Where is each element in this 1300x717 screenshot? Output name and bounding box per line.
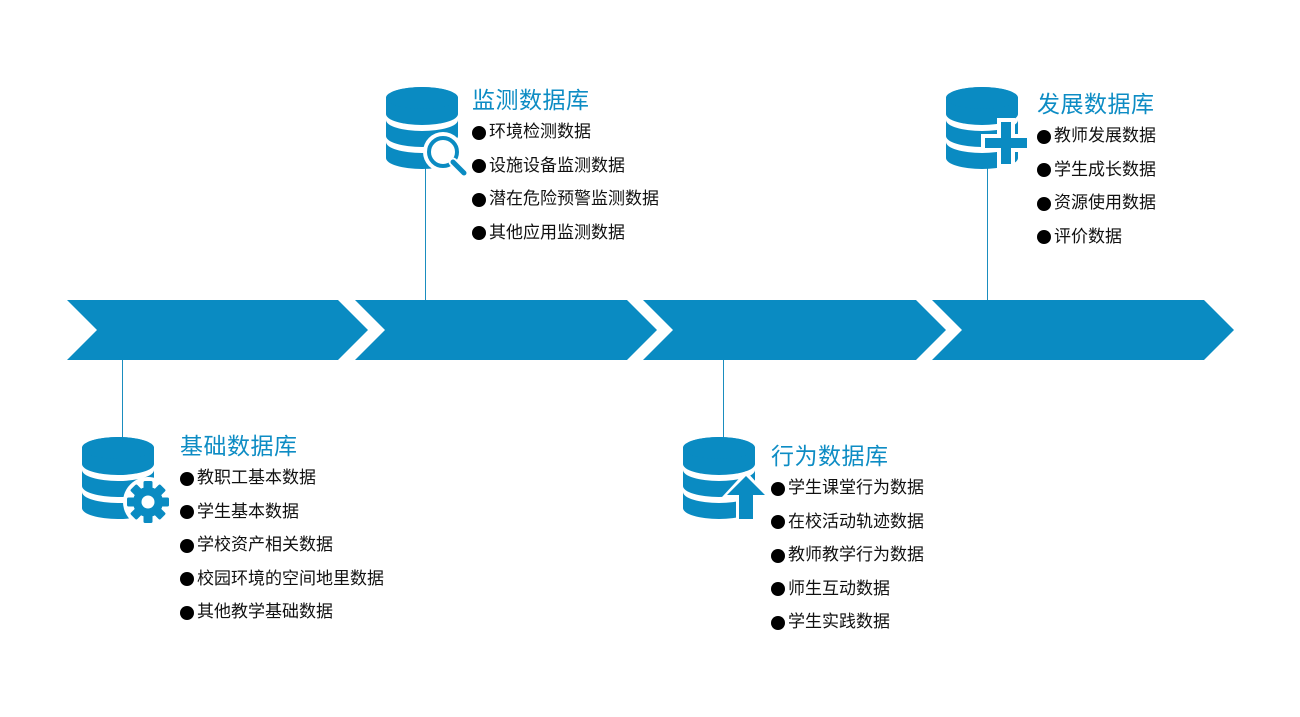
list-item: 学生成长数据 [1037, 154, 1156, 188]
item-text: 学生实践数据 [788, 612, 890, 632]
block-basic: 基础数据库 教职工基本数据 学生基本数据 学校资产相关数据 校园环境的空间地里数… [180, 432, 384, 630]
item-text: 教师教学行为数据 [788, 545, 924, 565]
timeline-arrow-4 [932, 300, 1234, 360]
item-list: 教职工基本数据 学生基本数据 学校资产相关数据 校园环境的空间地里数据 其他教学… [180, 462, 384, 630]
item-text: 教职工基本数据 [197, 468, 316, 488]
block-title: 监测数据库 [472, 88, 590, 114]
block-title: 基础数据库 [180, 434, 298, 460]
item-text: 其他应用监测数据 [489, 222, 625, 243]
database-gear-icon [82, 437, 173, 527]
list-item: 教师发展数据 [1037, 120, 1156, 154]
bullet-icon [180, 572, 194, 587]
bullet-icon [771, 582, 785, 597]
block-behavior: 行为数据库 学生课堂行为数据 在校活动轨迹数据 教师教学行为数据 师生互动数据 … [771, 442, 924, 640]
timeline-arrow-2 [355, 300, 657, 360]
bullet-icon [180, 538, 194, 553]
item-text: 学生课堂行为数据 [788, 478, 924, 498]
connector-behavior [723, 360, 724, 440]
block-monitor: 监测数据库 环境检测数据 设施设备监测数据 潜在危险预警监测数据 其他应用监测数… [472, 86, 659, 250]
bullet-icon [180, 605, 194, 620]
list-item: 环境检测数据 [472, 116, 659, 150]
list-item: 评价数据 [1037, 221, 1156, 255]
bullet-icon [771, 548, 785, 563]
item-text: 师生互动数据 [788, 578, 890, 599]
item-list: 环境检测数据 设施设备监测数据 潜在危险预警监测数据 其他应用监测数据 [472, 116, 659, 250]
item-text: 教师发展数据 [1054, 126, 1156, 146]
bullet-icon [771, 615, 785, 630]
item-text: 校园环境的空间地里数据 [197, 568, 384, 589]
item-text: 学生基本数据 [197, 501, 299, 522]
list-item: 学生课堂行为数据 [771, 472, 924, 506]
bullet-icon [472, 159, 486, 174]
item-text: 潜在危险预警监测数据 [489, 189, 659, 209]
list-item: 校园环境的空间地里数据 [180, 563, 384, 597]
bullet-icon [472, 125, 486, 140]
timeline-arrow-3 [643, 300, 946, 360]
list-item: 设施设备监测数据 [472, 150, 659, 184]
connector-basic [122, 360, 123, 440]
item-text: 评价数据 [1054, 226, 1122, 247]
bullet-icon [771, 481, 785, 496]
item-text: 学校资产相关数据 [197, 535, 333, 555]
item-text: 资源使用数据 [1054, 193, 1156, 213]
list-item: 学生基本数据 [180, 496, 384, 530]
block-title: 发展数据库 [1037, 92, 1155, 118]
item-text: 设施设备监测数据 [489, 155, 625, 176]
list-item: 学生实践数据 [771, 606, 924, 640]
bullet-icon [180, 471, 194, 486]
block-title: 行为数据库 [771, 444, 889, 470]
block-development: 发展数据库 教师发展数据 学生成长数据 资源使用数据 评价数据 [1037, 90, 1156, 254]
list-item: 教师教学行为数据 [771, 539, 924, 573]
list-item: 在校活动轨迹数据 [771, 506, 924, 540]
item-list: 教师发展数据 学生成长数据 资源使用数据 评价数据 [1037, 120, 1156, 254]
list-item: 资源使用数据 [1037, 187, 1156, 221]
connector-development [987, 165, 988, 300]
item-text: 环境检测数据 [489, 122, 591, 142]
database-add-icon [946, 87, 1031, 169]
bullet-icon [472, 192, 486, 207]
database-search-icon [386, 87, 469, 178]
bullet-icon [180, 505, 194, 520]
list-item: 其他教学基础数据 [180, 596, 384, 630]
connector-monitor [425, 168, 426, 300]
bullet-icon [771, 515, 785, 530]
item-text: 其他教学基础数据 [197, 602, 333, 622]
bullet-icon [1037, 129, 1051, 144]
bullet-icon [1037, 196, 1051, 211]
bullet-icon [1037, 163, 1051, 178]
timeline-arrow-1 [67, 300, 368, 360]
list-item: 其他应用监测数据 [472, 217, 659, 251]
list-item: 教职工基本数据 [180, 462, 384, 496]
bullet-icon [472, 226, 486, 241]
list-item: 潜在危险预警监测数据 [472, 183, 659, 217]
list-item: 学校资产相关数据 [180, 529, 384, 563]
item-list: 学生课堂行为数据 在校活动轨迹数据 教师教学行为数据 师生互动数据 学生实践数据 [771, 472, 924, 640]
list-item: 师生互动数据 [771, 573, 924, 607]
bullet-icon [1037, 230, 1051, 245]
database-upload-icon [683, 437, 770, 522]
item-text: 在校活动轨迹数据 [788, 511, 924, 532]
item-text: 学生成长数据 [1054, 159, 1156, 180]
